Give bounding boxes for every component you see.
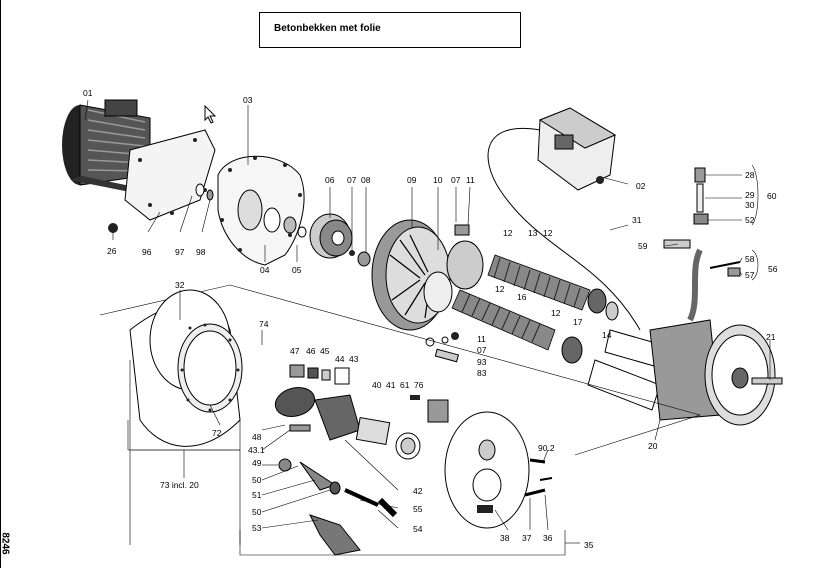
label-83: 83 [477, 368, 487, 378]
label-02: 02 [636, 181, 646, 191]
label-59: 59 [638, 241, 648, 251]
label-56: 56 [768, 264, 778, 274]
label-12c: 12 [495, 284, 505, 294]
label-07c: 07 [477, 345, 487, 355]
label-98: 98 [196, 247, 206, 257]
label-03: 03 [243, 95, 253, 105]
label-28: 28 [745, 170, 755, 180]
label-31: 31 [632, 215, 642, 225]
label-49: 49 [252, 458, 262, 468]
label-08: 08 [361, 175, 371, 185]
label-58: 58 [745, 254, 755, 264]
label-21: 21 [766, 332, 776, 342]
label-11b: 11 [477, 334, 486, 344]
label-90-2: 90.2 [538, 443, 555, 453]
label-12d: 12 [551, 308, 561, 318]
diagram-title: Betonbekken met folie [274, 23, 381, 34]
label-38: 38 [500, 533, 510, 543]
label-12b: 12 [543, 228, 553, 238]
label-40: 40 [372, 380, 382, 390]
title-box: Betonbekken met folie [259, 12, 521, 48]
label-76: 76 [414, 380, 424, 390]
label-20: 20 [648, 441, 658, 451]
label-48: 48 [252, 432, 262, 442]
mouse-pointer-icon [204, 105, 217, 124]
label-11a: 11 [466, 175, 475, 185]
label-47: 47 [290, 346, 300, 356]
label-13: 13 [528, 228, 538, 238]
label-55: 55 [413, 504, 423, 514]
label-41: 41 [386, 380, 396, 390]
label-17: 17 [573, 317, 583, 327]
label-61: 61 [400, 380, 410, 390]
label-53: 53 [252, 523, 262, 533]
label-60: 60 [767, 191, 777, 201]
label-72: 72 [212, 428, 222, 438]
label-74: 74 [259, 319, 269, 329]
label-26: 26 [107, 246, 117, 256]
label-57: 57 [745, 270, 755, 280]
label-06: 06 [325, 175, 335, 185]
label-36: 36 [543, 533, 553, 543]
label-29: 29 [745, 190, 755, 200]
label-42: 42 [413, 486, 423, 496]
label-30: 30 [745, 200, 755, 210]
label-07a: 07 [347, 175, 357, 185]
label-45: 45 [320, 346, 330, 356]
label-43-1: 43.1 [248, 445, 265, 455]
label-14: 14 [602, 330, 612, 340]
label-52: 52 [745, 215, 755, 225]
label-50a: 50 [252, 475, 262, 485]
label-04: 04 [260, 265, 270, 275]
label-37: 37 [522, 533, 532, 543]
label-05: 05 [292, 265, 302, 275]
label-01: 01 [83, 88, 93, 98]
label-07b: 07 [451, 175, 461, 185]
label-43: 43 [349, 354, 359, 364]
label-35: 35 [584, 540, 594, 550]
label-93: 93 [477, 357, 487, 367]
label-16: 16 [517, 292, 527, 302]
label-32: 32 [175, 280, 185, 290]
label-12a: 12 [503, 228, 513, 238]
label-50b: 50 [252, 507, 262, 517]
label-54: 54 [413, 524, 423, 534]
label-46: 46 [306, 346, 316, 356]
label-97: 97 [175, 247, 185, 257]
label-44: 44 [335, 354, 345, 364]
label-96: 96 [142, 247, 152, 257]
label-09: 09 [407, 175, 417, 185]
label-73: 73 incl. 20 [160, 480, 199, 490]
label-51: 51 [252, 490, 262, 500]
label-10: 10 [433, 175, 443, 185]
